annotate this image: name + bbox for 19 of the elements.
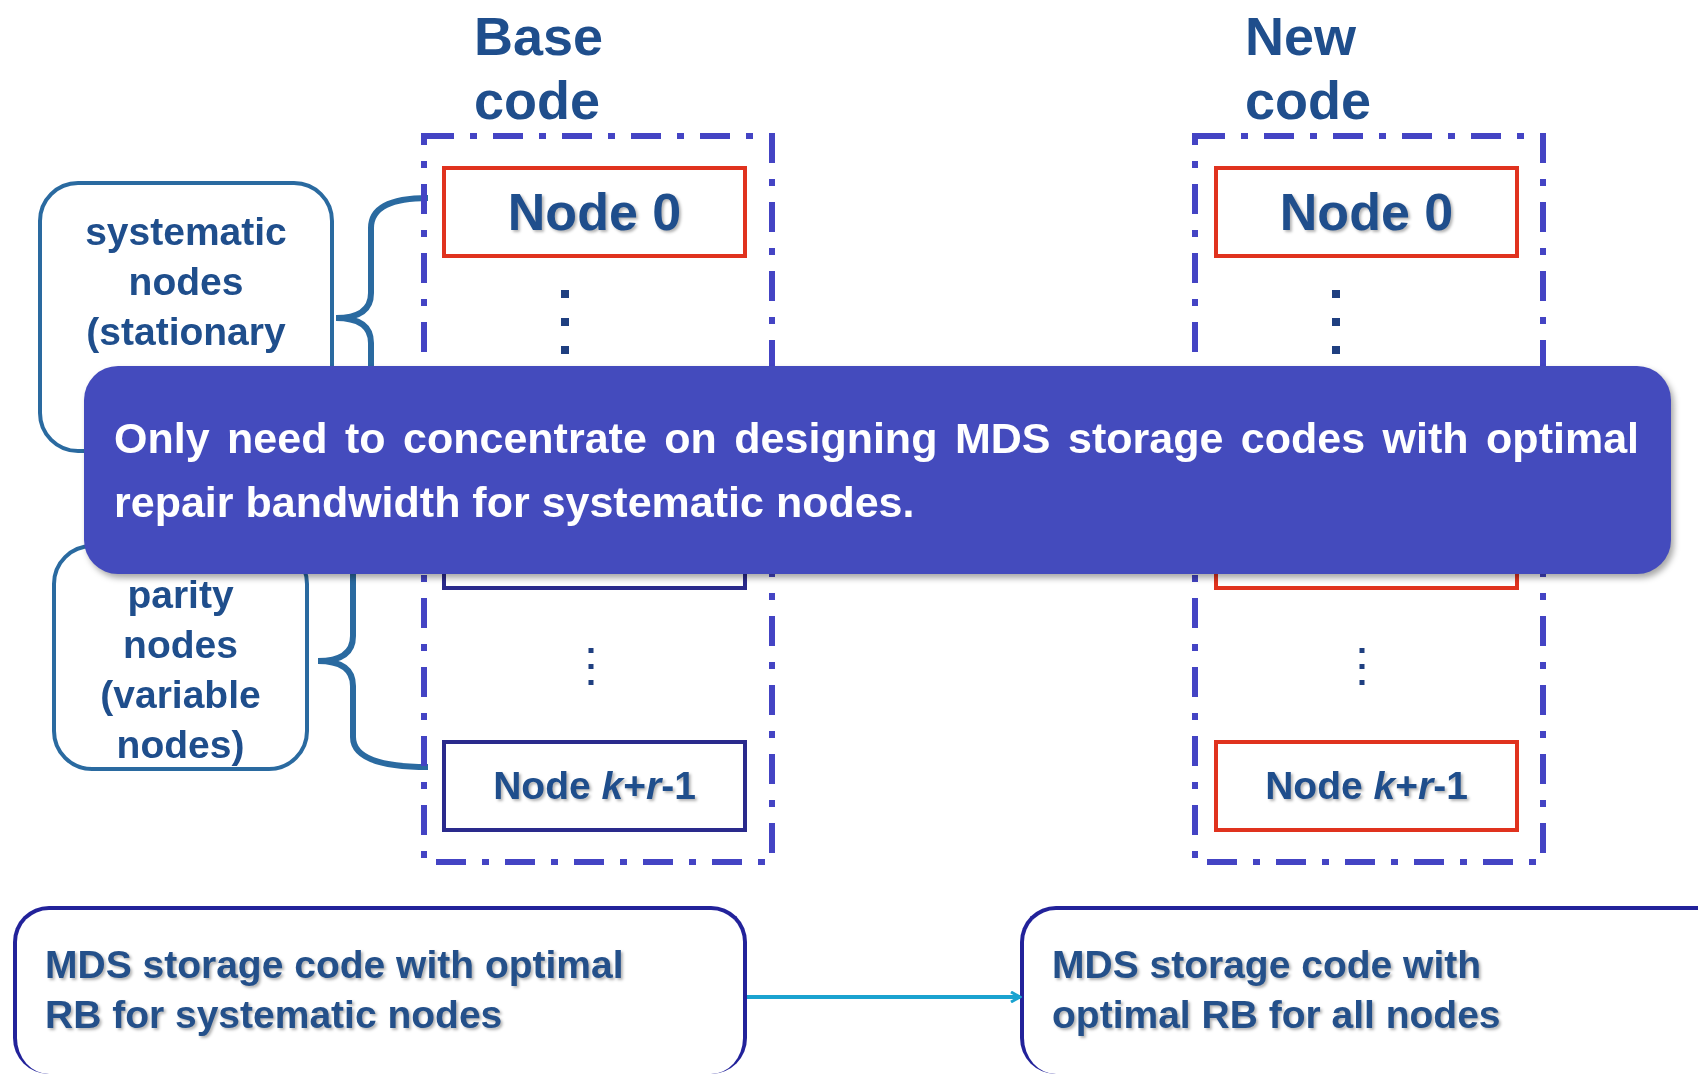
node-label: Node 0 xyxy=(507,182,682,242)
storage-node-box xyxy=(1214,740,1519,832)
node-label: Node 0 xyxy=(1279,182,1454,242)
node-label: Node k+r-1 xyxy=(1265,764,1468,808)
summary-text: MDS storage code with optimal RB for all nodes xyxy=(1052,942,1502,1038)
summary-box xyxy=(1020,906,1698,1074)
storage-node-box xyxy=(1214,166,1519,258)
summary-box xyxy=(13,906,747,1074)
node-label: Node k+r-1 xyxy=(493,764,696,808)
highlight-toast xyxy=(84,366,1671,574)
group-heading: Base code xyxy=(474,5,605,132)
banner-text: Only need to concentrate on designing MDS storage codes with optimal repair bandwidth for systematic nodes. xyxy=(114,413,1639,528)
callout-text: parity nodes (variable nodes) xyxy=(99,572,262,768)
storage-node-box xyxy=(442,166,747,258)
arrow xyxy=(747,990,1022,1004)
group-heading: New code xyxy=(1245,5,1373,132)
storage-node-box xyxy=(442,740,747,832)
callout-text: systematic nodes (stationary xyxy=(84,209,288,355)
summary-text: MDS storage code with optimal RB for systematic nodes xyxy=(45,942,625,1038)
